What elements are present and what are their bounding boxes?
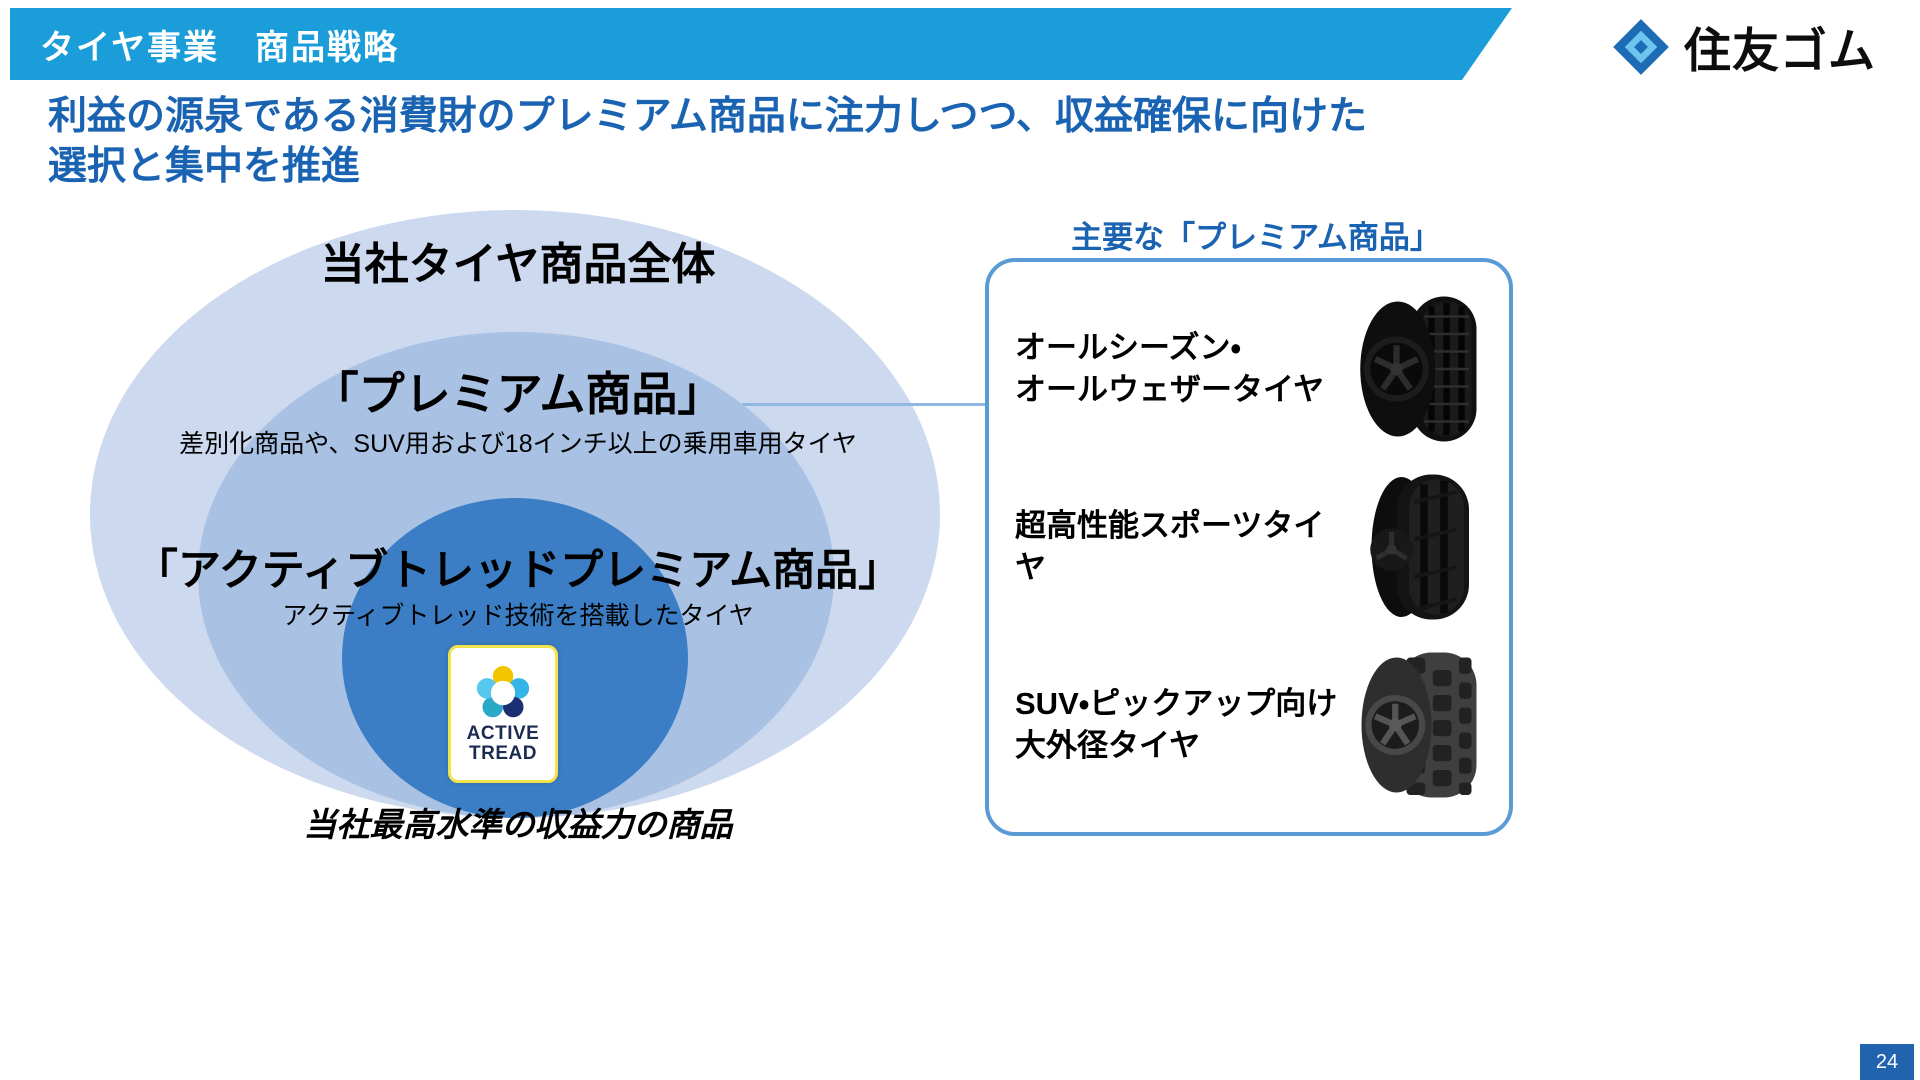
product-row-suv: SUV・ピックアップ向け 大外径タイヤ [1015,636,1483,814]
lead-line-1: 利益の源泉である消費財のプレミアム商品に注力しつつ、収益確保に向けた [48,95,1367,138]
product-row-sport: 超高性能スポーツタイヤ [1015,458,1483,636]
company-logo: 住友ゴム [1612,12,1876,81]
diagram-caption: 当社最高水準の収益力の商品 [303,806,733,843]
inner-ellipse-label: 「アクティブトレッドプレミアム商品」 [134,547,902,595]
middle-ellipse-subtext: 差別化商品や、SUV用および18インチ以上の乗用車用タイヤ [179,430,857,458]
header-bar: タイヤ事業 商品戦略 [10,8,1512,80]
product-label-line-1: オールシーズン・ [1015,330,1241,366]
active-tread-logo-icon [476,665,530,717]
product-label-line-2: 大外径タイヤ [1015,728,1201,763]
product-label-line-1: SUV・ピックアップ向け [1015,686,1338,722]
panel-title: 主要な「プレミアム商品」 [1071,220,1441,255]
active-tread-badge: ACTIVE TREAD [448,645,558,783]
sumitomo-diamond-icon [1613,18,1669,75]
badge-text-line-1: ACTIVE [466,722,540,744]
sport-tire-image [1370,474,1469,620]
page-number-badge: 24 [1860,1044,1914,1080]
company-logo-text: 住友ゴム [1684,24,1876,77]
inner-ellipse-subtext: アクティブトレッド技術を搭載したタイヤ [282,602,754,630]
nested-ellipse-diagram: 当社タイヤ商品全体 「プレミアム商品」 差別化商品や、SUV用および18インチ以… [80,200,960,860]
lead-line-2: 選択と集中を推進 [48,144,361,188]
slide-title: タイヤ事業 商品戦略 [40,28,399,67]
lead-statement: 利益の源泉である消費財のプレミアム商品に注力しつつ、収益確保に向けた 選択と集中… [48,92,1367,192]
outer-ellipse-label: 当社タイヤ商品全体 [320,240,716,289]
product-label-line-2: オールウェザータイヤ [1015,372,1325,407]
product-label: オールシーズン・ オールウェザータイヤ [1015,327,1324,411]
product-label: 超高性能スポーツタイヤ [1015,505,1343,589]
middle-ellipse-label: 「プレミアム商品」 [312,368,724,420]
product-label-line-1: 超高性能スポーツタイヤ [1015,508,1325,585]
premium-products-panel: オールシーズン・ オールウェザータイヤ [985,258,1513,836]
product-label: SUV・ピックアップ向け 大外径タイヤ [1015,683,1337,767]
product-row-all-season: オールシーズン・ オールウェザータイヤ [1015,280,1483,458]
all-season-tire-image [1360,296,1477,442]
badge-text-line-2: TREAD [469,742,537,764]
connector-line [742,403,985,406]
suv-tire-image [1361,652,1477,798]
active-tread-badge-text: ACTIVE TREAD [466,722,540,764]
